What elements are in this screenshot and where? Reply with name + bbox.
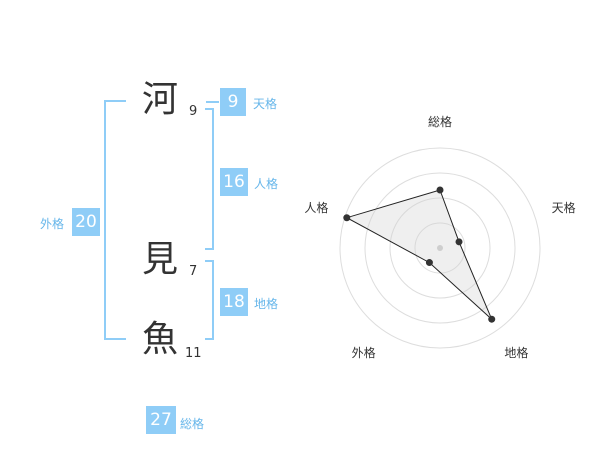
radar-axis-label-2: 天格	[552, 200, 576, 215]
name-character-2: 見	[141, 239, 178, 280]
gaikaku-bracket-vertical	[104, 100, 106, 340]
radar-center-dot	[437, 245, 443, 251]
stroke-count-1: 9	[189, 104, 198, 119]
jinkaku-bracket-vertical	[212, 108, 214, 250]
stroke-count-2: 7	[189, 264, 198, 279]
jinkaku-badge: 16	[220, 168, 248, 196]
name-character-1: 河	[141, 79, 178, 120]
radar-point-1	[436, 186, 444, 194]
radar-point-2	[455, 238, 463, 246]
gaikaku-label: 外格	[40, 217, 65, 231]
radar-point-3	[488, 315, 496, 323]
tenkaku-badge: 9	[220, 88, 246, 116]
radar-ring-3	[364, 172, 516, 324]
gaikaku-badge: 20	[72, 208, 100, 236]
radar-ring-4	[339, 147, 541, 349]
stroke-count-3: 11	[185, 346, 202, 361]
soukaku-label: 総格	[180, 417, 205, 431]
radar-area	[345, 189, 493, 320]
chikaku-badge: 18	[220, 288, 248, 316]
chikaku-bracket-bottom	[205, 338, 214, 340]
radar-axis-label-4: 外格	[352, 345, 376, 360]
tenkaku-connector	[206, 101, 219, 103]
radar-axis-label-3: 地格	[504, 345, 528, 360]
jinkaku-bracket-bottom	[205, 248, 214, 250]
gaikaku-bracket-bottom	[104, 338, 126, 340]
radar-axis-label-5: 人格	[304, 200, 328, 215]
tenkaku-label: 天格	[253, 97, 278, 111]
chikaku-bracket-vertical	[212, 260, 214, 340]
radar-ring-1	[414, 222, 466, 274]
gaikaku-bracket-top	[104, 100, 126, 102]
radar-ring-2	[389, 197, 491, 299]
chikaku-bracket-top	[205, 260, 214, 262]
jinkaku-bracket-top	[205, 108, 214, 110]
jinkaku-label: 人格	[254, 177, 279, 191]
radar-point-4	[425, 259, 433, 267]
name-character-3: 魚	[141, 319, 178, 360]
soukaku-badge: 27	[146, 406, 176, 434]
radar-axis-label-1: 総格	[428, 114, 452, 129]
radar-point-5	[343, 214, 351, 222]
chikaku-label: 地格	[254, 297, 279, 311]
